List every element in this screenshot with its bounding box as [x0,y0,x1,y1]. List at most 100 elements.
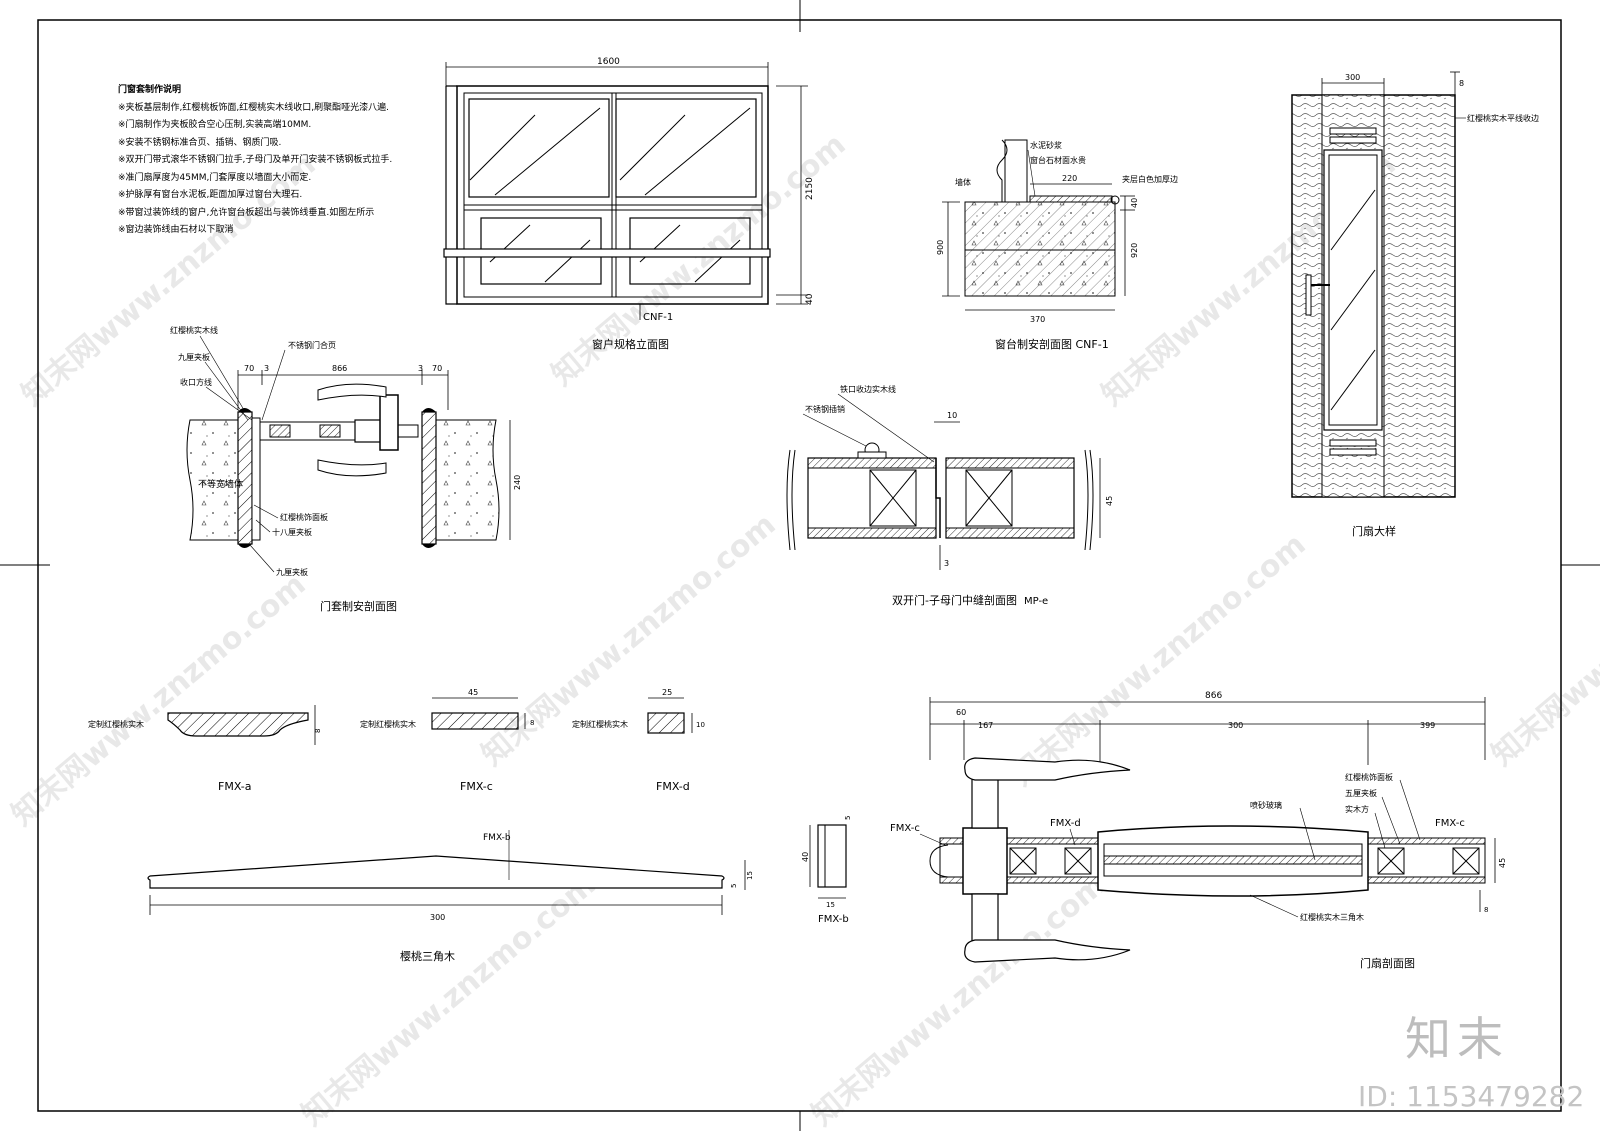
notes-title: 门窗套制作说明 [118,85,182,95]
label-ss-hinge: 不锈钢门合页 [288,340,336,350]
window-elevation: 1600 2150 40 CNF-1 窗户规格立面图 [443,57,815,351]
caption-triangle: 樱桃三角木 [400,949,455,963]
dim-t5: 5 [730,884,738,888]
dim-m10: 10 [947,411,957,420]
construction-notes: 门窗套制作说明 ※夹板基层制作,红樱桃板饰面,红樱桃实木线收口,刷聚酯哑光漆八遍… [118,82,438,240]
label-sill-stone: 窗台石材面水贵 [1030,155,1086,165]
dim-220: 220 [1062,174,1077,183]
label-cherry-flat: 红樱桃实木平线收边 [1467,113,1539,123]
note-item: ※护脉厚有窗台水泥板,距面加厚过窗台大理石. [118,190,303,200]
dim-m45: 45 [1105,496,1114,506]
dim-s399: 399 [1420,721,1435,730]
dim-2150: 2150 [805,177,815,200]
dim-t15: 15 [746,871,754,880]
label-sand-glass: 喷砂玻璃 [1250,800,1282,810]
label-wall: 不等宽墙体 [198,478,243,490]
brand-logo: 知末 [1405,1012,1509,1066]
caption-leaf-section: 门扇剖面图 [1360,956,1415,970]
label-triangle-wood: 红樱桃实木三角木 [1300,912,1364,922]
label-custom-wood-a: 定制红樱桃实木 [88,719,144,729]
label-eighteen-ply: 十八厘夹板 [272,527,312,537]
sill-section: 900 40 920 220 370 水泥砂浆 窗台石材面水贵 墙体 夹层白色加… [936,139,1178,351]
window-code: CNF-1 [643,312,673,323]
label-trim-wood: 铁口收边实木线 [840,384,896,394]
double-door-code: MP-e [1024,596,1048,607]
dim-3a: 3 [264,364,269,373]
label-fmx-c-left: FMX-c [890,823,920,834]
dim-s300: 300 [1228,721,1243,730]
dim-m3: 3 [944,559,949,568]
triangle-wood: 300 15 5 FMX-b 樱桃三角木 [147,830,754,963]
label-solid-wood: 实木方 [1345,804,1369,814]
label-fmx-d-leaf: FMX-d [1050,818,1081,829]
dim-s8: 8 [1484,906,1488,914]
profile-fmx-b: 40 15 5 FMX-b [801,816,852,925]
caption-window-elevation: 窗户规格立面图 [592,337,669,351]
dim-3b: 3 [418,364,423,373]
label-custom-wood-d: 定制红樱桃实木 [572,719,628,729]
dim-b5: 5 [844,816,852,820]
dim-b40: 40 [801,852,810,862]
label-red-cherry-line: 红樱桃实木线 [170,325,218,335]
label-wall: 墙体 [955,177,971,187]
note-item: ※窗边装饰线由石材以下取消 [118,225,234,235]
dim-s60: 60 [956,708,966,717]
dim-d10: 10 [696,721,705,729]
caption-fmx-d: FMX-d [656,780,690,793]
dim-70a: 70 [244,364,254,373]
note-item: ※安装不锈钢标准合页、插销、钢质门吸. [118,137,282,148]
caption-frame-section: 门套制安剖面图 [320,599,397,613]
label-fmx-c-right: FMX-c [1435,818,1465,829]
profile-fmx-d: 25 10 定制红樱桃实木 FMX-d [572,688,705,793]
dim-70b: 70 [432,364,442,373]
label-custom-wood-c: 定制红樱桃实木 [360,719,416,729]
dim-s167: 167 [978,721,993,730]
door-detail: 300 8 红樱桃实木平线收边 门扇大样 [1291,71,1539,538]
dim-c8: 8 [530,719,534,727]
dim-d25: 25 [662,688,672,697]
dim-a8: 8 [314,729,322,733]
dim-866: 866 [332,364,347,373]
image-id: ID: 1153479282 [1358,1080,1585,1113]
dim-240: 240 [513,475,522,490]
note-item: ※带窗过装饰线的窗户,允许窗台板超出与装饰线垂直.如图左所示 [118,207,375,218]
dim-1600: 1600 [597,57,620,67]
label-ss-bolt: 不锈钢插销 [805,404,845,414]
label-fmx-b: FMX-b [483,833,511,843]
label-cherry-panel: 红樱桃饰面板 [280,512,328,522]
note-item: ※准门扇厚度为45MM,门套厚度以墙面大小而定. [118,172,312,183]
double-door-section: 45 10 3 铁口收边实木线 不锈钢插销 双开门-子母门中缝剖面图 MP-e [786,384,1114,607]
dim-8: 8 [1459,79,1464,88]
dim-s866: 866 [1205,691,1222,701]
dim-40b: 40 [1130,198,1139,208]
caption-fmx-a: FMX-a [218,780,252,793]
caption-double-door: 双开门-子母门中缝剖面图 [892,593,1017,607]
dim-t300: 300 [430,913,445,922]
note-item: ※双开门带式滚华不锈钢门拉手,子母门及单开门安装不锈钢板式拉手. [118,155,393,165]
dim-300: 300 [1345,73,1360,82]
label-mortar: 水泥砂浆 [1030,140,1062,150]
frame-section: 70 3 866 3 70 240 红樱桃实木线 九厘夹板 收口方线 不锈钢门合… [170,325,522,613]
label-nine-ply: 九厘夹板 [178,352,210,362]
label-trim-line: 收口方线 [180,377,212,387]
label-five-ply: 五厘夹板 [1345,788,1377,798]
dim-s45: 45 [1498,858,1507,868]
caption-sill-section: 窗台制安剖面图 CNF-1 [995,337,1109,351]
label-white-edge: 夹层白色加厚边 [1122,174,1178,184]
dim-900: 900 [936,240,945,255]
caption-fmx-b: FMX-b [818,914,849,925]
caption-fmx-c: FMX-c [460,780,493,793]
note-item: ※夹板基层制作,红樱桃板饰面,红樱桃实木线收口,刷聚酯哑光漆八遍. [118,102,389,113]
profile-fmx-a: 8 定制红樱桃实木 FMX-a [88,705,322,793]
dim-920: 920 [1130,243,1139,258]
dim-40: 40 [805,293,815,305]
leaf-section: 866 60 167 300 399 45 8 [890,691,1507,970]
caption-door-detail: 门扇大样 [1352,524,1396,538]
dim-b15: 15 [826,901,835,909]
label-nine-ply-2: 九厘夹板 [276,567,308,577]
profile-fmx-c: 45 8 定制红樱桃实木 FMX-c [360,688,534,793]
dim-c45: 45 [468,688,478,697]
label-cherry-face: 红樱桃饰面板 [1345,772,1393,782]
note-item: ※门扇制作为夹板胶合空心压制,实装高端10MM. [118,120,312,130]
